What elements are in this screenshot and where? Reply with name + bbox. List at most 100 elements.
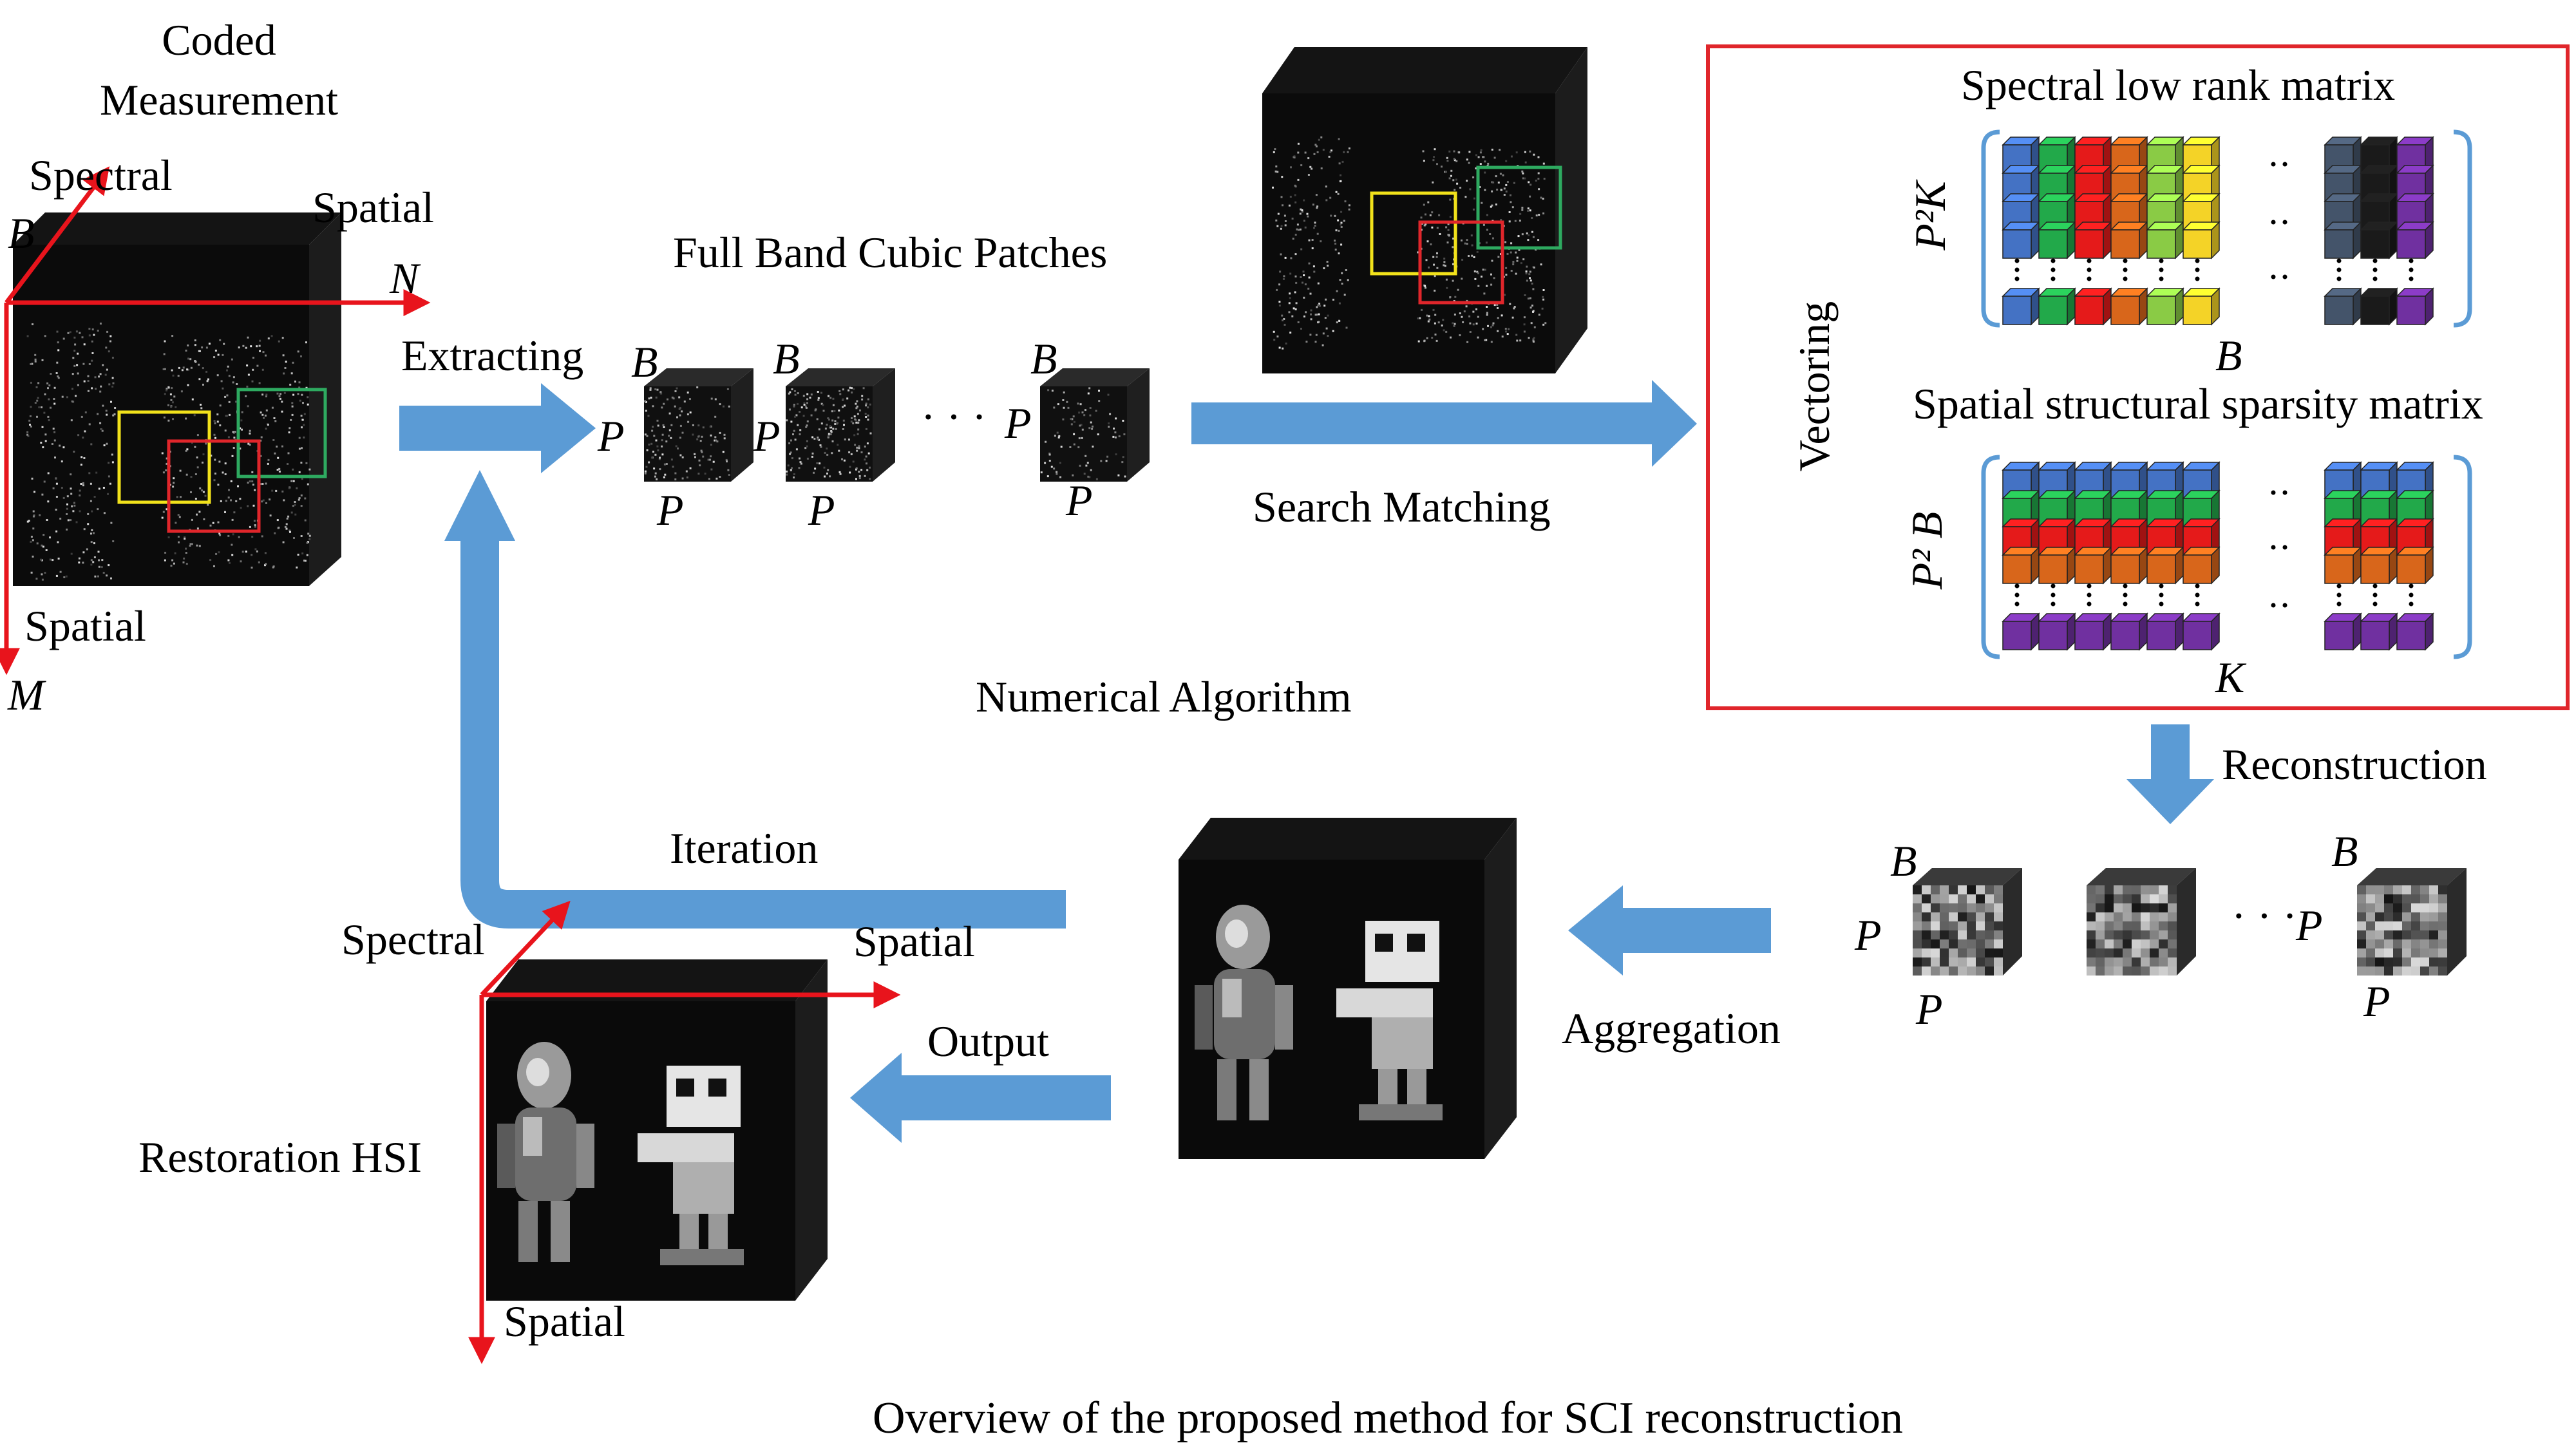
noise-dot xyxy=(828,419,830,421)
vdot xyxy=(2123,258,2128,263)
noise-dot xyxy=(1537,178,1540,180)
noise-dot xyxy=(1491,204,1493,207)
noise-dot xyxy=(34,354,37,356)
noise-dot xyxy=(1521,233,1524,236)
noise-dot xyxy=(1484,339,1486,341)
noise-dot xyxy=(164,340,166,343)
noise-dot xyxy=(162,511,165,513)
noise-dot xyxy=(62,337,65,340)
vdot xyxy=(2123,592,2128,598)
noise-dot xyxy=(1328,155,1331,158)
noise-dot xyxy=(798,467,800,469)
noise-dot xyxy=(1484,269,1486,271)
noise-dot xyxy=(224,473,227,475)
noise-dot xyxy=(69,331,71,334)
noise-dot xyxy=(26,431,29,433)
noise-dot xyxy=(283,372,285,375)
noise-dot xyxy=(1450,169,1453,172)
block-cell xyxy=(1931,966,1940,976)
noise-dot xyxy=(87,380,90,382)
block-cell xyxy=(2420,903,2429,912)
noise-dot xyxy=(290,372,293,375)
noise-dot xyxy=(1059,462,1061,464)
noise-dot xyxy=(655,439,658,442)
noise-dot xyxy=(1069,446,1072,448)
noise-dot xyxy=(1505,160,1508,162)
noise-dot xyxy=(1284,220,1287,222)
noise-dot xyxy=(279,397,281,400)
vdot xyxy=(2123,601,2128,607)
noise-dot xyxy=(649,387,652,390)
measurement-title-line1: Coded xyxy=(162,15,276,64)
noise-dot xyxy=(817,399,820,401)
noise-dot xyxy=(1273,151,1275,153)
noise-dot xyxy=(194,446,196,448)
block-cell xyxy=(2105,930,2114,939)
noise-dot xyxy=(55,496,58,498)
vdot xyxy=(2050,258,2056,263)
noise-dot xyxy=(212,522,214,524)
noise-dot xyxy=(1313,153,1316,155)
noise-dot xyxy=(1543,178,1546,180)
block-cell xyxy=(2114,930,2123,939)
noise-dot xyxy=(194,360,196,362)
noise-dot xyxy=(1417,340,1420,343)
noise-dot xyxy=(803,402,806,404)
noise-dot xyxy=(102,364,104,366)
block-cell xyxy=(2393,957,2402,966)
block-cell xyxy=(1940,957,1949,966)
noise-dot xyxy=(646,435,649,437)
noise-dot xyxy=(278,395,281,397)
noise-dot xyxy=(1314,314,1317,316)
figure-caption: Overview of the proposed method for SCI … xyxy=(873,1393,1903,1443)
extracting-label: Extracting xyxy=(401,331,583,380)
noise-dot xyxy=(1486,314,1488,316)
block-cell xyxy=(2393,921,2402,930)
block-cell xyxy=(1913,921,1922,930)
noise-dot xyxy=(817,437,819,438)
hdot xyxy=(2282,603,2287,608)
noise-dot xyxy=(83,343,86,346)
noise-dot xyxy=(1454,314,1456,316)
noise-dot xyxy=(867,406,869,409)
noise-dot xyxy=(1542,162,1545,165)
noise-dot xyxy=(110,401,112,403)
iteration-label: Iteration xyxy=(670,824,818,872)
noise-dot xyxy=(1441,165,1443,168)
noise-dot xyxy=(829,475,831,478)
noise-dot xyxy=(182,561,185,563)
noise-dot xyxy=(307,483,309,486)
noise-dot xyxy=(1446,156,1448,159)
noise-dot xyxy=(866,442,869,445)
noise-dot xyxy=(265,393,268,396)
noise-dot xyxy=(672,397,675,400)
noise-dot xyxy=(90,533,92,535)
block-cell xyxy=(2087,939,2096,948)
noise-dot xyxy=(1438,214,1441,216)
noise-dot xyxy=(824,428,827,430)
noise-dot xyxy=(1531,217,1533,219)
noise-dot xyxy=(99,390,102,393)
noise-dot xyxy=(82,482,84,484)
noise-dot xyxy=(856,446,858,449)
noise-dot xyxy=(1487,162,1490,165)
noise-dot xyxy=(651,429,654,432)
noise-dot xyxy=(270,335,273,337)
vdot xyxy=(2087,258,2092,263)
noise-dot xyxy=(1505,274,1508,276)
noise-dot xyxy=(1469,331,1472,333)
noise-dot xyxy=(1469,322,1472,325)
noise-dot xyxy=(1084,409,1086,411)
noise-dot xyxy=(701,435,703,438)
spatial-block xyxy=(2110,546,2148,585)
noise-dot xyxy=(1048,453,1051,456)
noise-dot xyxy=(56,330,59,333)
noise-dot xyxy=(1521,170,1524,173)
noise-dot xyxy=(62,496,65,499)
noise-dot xyxy=(806,440,808,442)
spectral-block xyxy=(2146,136,2184,174)
noise-dot xyxy=(1308,262,1311,265)
noise-dot xyxy=(842,398,844,401)
noise-dot xyxy=(171,401,174,404)
noise-dot xyxy=(792,433,794,435)
